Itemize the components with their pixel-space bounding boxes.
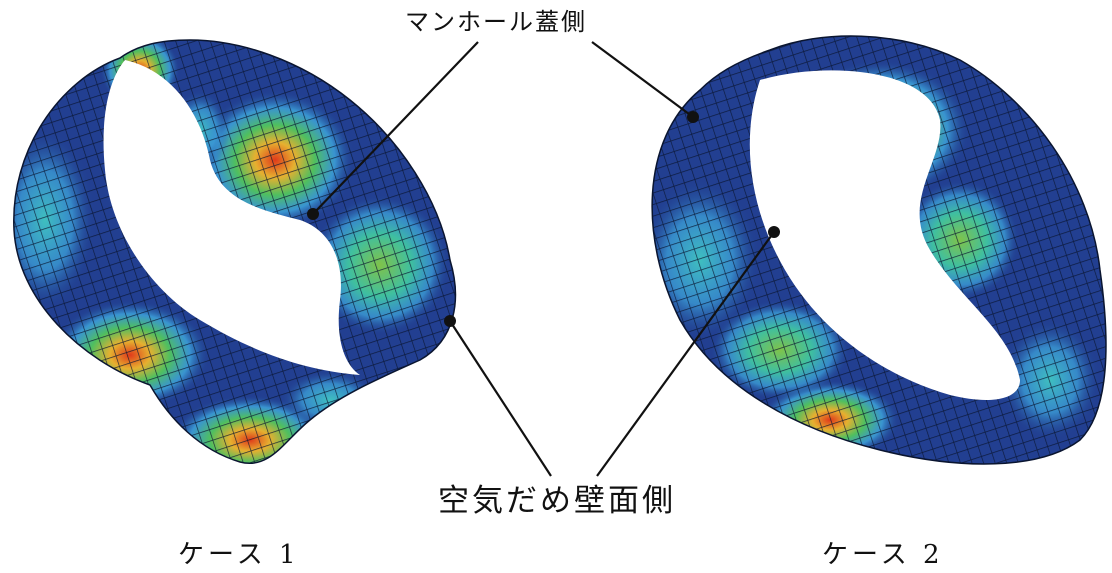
leader-bottom-to-case-2 bbox=[596, 231, 775, 477]
manhole-side-label: マンホール蓋側 bbox=[405, 8, 587, 36]
leader-top-to-case-1 bbox=[312, 41, 479, 215]
dot-case-2-wall bbox=[768, 226, 780, 238]
case-1-inner-hole bbox=[103, 60, 361, 375]
case-2-caption: ケース 2 bbox=[822, 540, 944, 570]
case-1-caption: ケース 1 bbox=[178, 540, 300, 570]
air-chamber-wall-side-label: 空気だめ壁面側 bbox=[438, 483, 676, 519]
leader-dots bbox=[307, 111, 780, 327]
leader-lines bbox=[312, 41, 775, 477]
dot-case-1-manhole bbox=[307, 208, 319, 220]
dot-case-2-manhole bbox=[687, 111, 699, 123]
case-1-ring bbox=[13, 39, 457, 465]
case-2-ring bbox=[651, 35, 1107, 465]
leader-top-to-case-2 bbox=[591, 41, 694, 118]
dot-case-1-wall bbox=[444, 315, 456, 327]
case-2-inner-hole bbox=[749, 70, 1020, 401]
leader-bottom-to-case-1 bbox=[449, 320, 552, 477]
